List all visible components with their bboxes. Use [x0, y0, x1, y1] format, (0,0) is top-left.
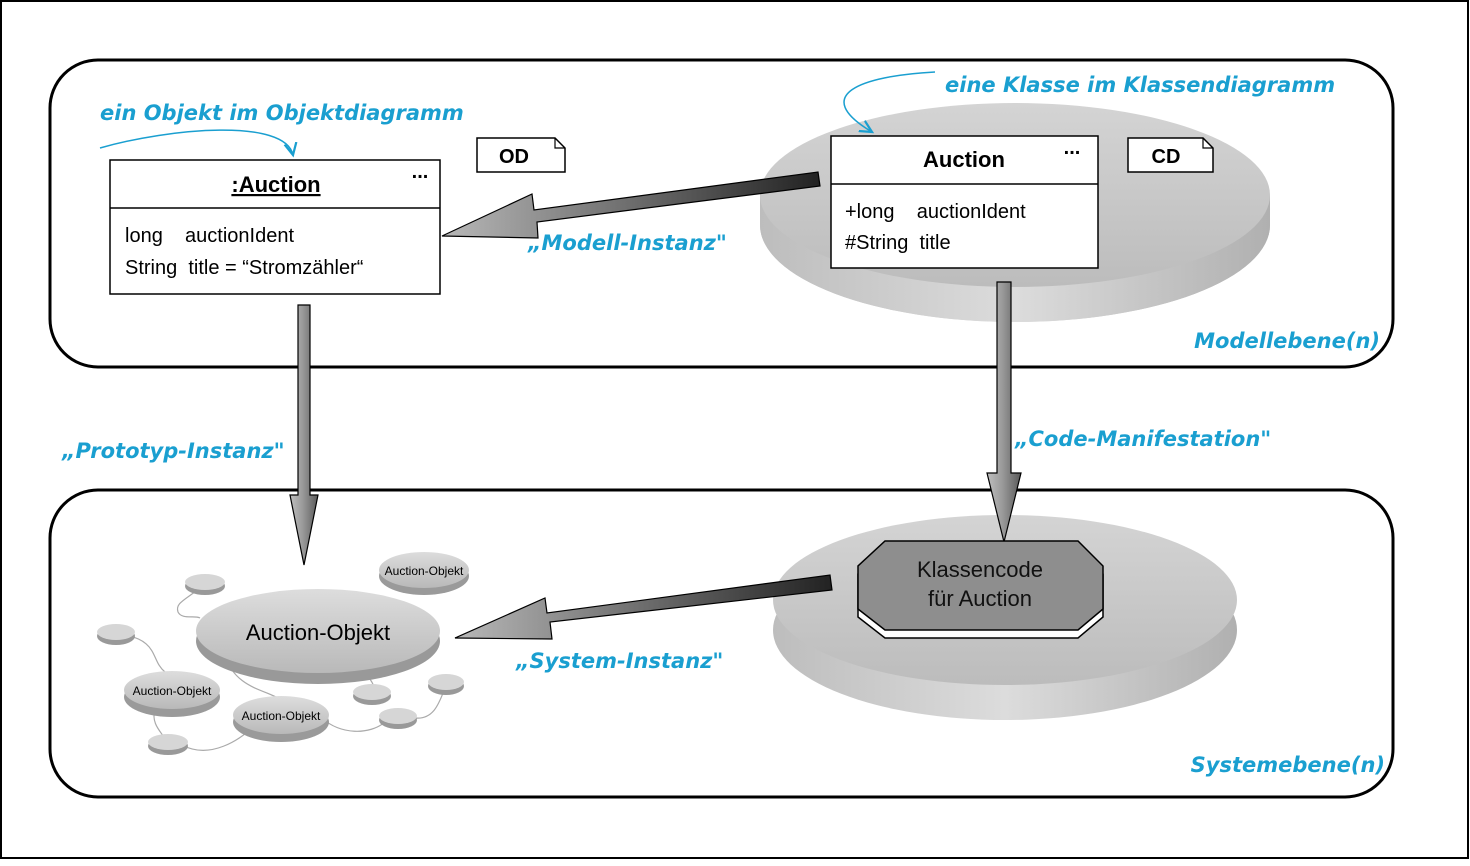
class-attribute-2: #String title [845, 232, 951, 254]
prototype-instance-arrow [289, 304, 319, 566]
small-object-2: Auction-Objekt [124, 671, 220, 717]
prototype-instance-label: „Prototyp-Instanz" [61, 439, 285, 463]
small-object-1: Auction-Objekt [379, 552, 469, 595]
small-object-2-label: Auction-Objekt [133, 684, 212, 698]
class-code-octagon: Klassencode für Auction [857, 540, 1104, 639]
model-level-panel [48, 58, 1395, 369]
class-box-dots: ... [1064, 137, 1081, 159]
object-annotation: ein Objekt im Objektdiagramm [100, 101, 464, 125]
code-manifestation-label: „Code-Manifestation" [1014, 427, 1271, 451]
od-tag-label: OD [499, 146, 529, 168]
object-annotation-arrow [99, 129, 293, 155]
system-instance-arrow [454, 574, 833, 640]
main-object: Auction-Objekt [196, 589, 440, 684]
model-instance-label: „Modell-Instanz" [527, 231, 727, 255]
cd-tag-label: CD [1152, 146, 1181, 168]
system-instance-label: „System-Instanz" [515, 649, 723, 673]
small-object-nodes [97, 574, 464, 755]
object-box-dots: ... [412, 161, 429, 183]
object-box: :Auction ... long auctionIdent String ti… [109, 159, 441, 295]
system-level-label: Systemebene(n) [1191, 753, 1385, 777]
object-attribute-1: long auctionIdent [125, 225, 294, 247]
small-object-1-label: Auction-Objekt [385, 564, 464, 578]
node-1 [185, 574, 225, 595]
code-manifestation-arrow [986, 281, 1022, 543]
node-3 [148, 734, 188, 755]
class-box: Auction ... +long auctionIdent #String t… [830, 135, 1099, 269]
small-object-3: Auction-Objekt [233, 696, 329, 742]
node-4 [353, 684, 391, 705]
small-object-3-label: Auction-Objekt [242, 709, 321, 723]
class-attribute-1: +long auctionIdent [845, 201, 1026, 223]
class-annotation-arrow [843, 71, 936, 132]
class-box-title: Auction [923, 147, 1005, 172]
object-attribute-2: String title = “Stromzähler“ [125, 257, 363, 279]
model-level-label: Modellebene(n) [1194, 329, 1380, 353]
od-tag: OD [476, 137, 566, 173]
model-instance-arrow [441, 171, 821, 239]
node-2 [97, 624, 135, 645]
object-box-title: :Auction [231, 172, 320, 197]
node-6 [379, 708, 417, 729]
class-code-line-1: Klassencode [917, 557, 1043, 582]
class-code-line-2: für Auction [928, 586, 1032, 611]
node-5 [428, 674, 464, 695]
class-annotation: eine Klasse im Klassendiagramm [945, 73, 1335, 97]
system-level-panel [48, 488, 1395, 799]
main-object-label: Auction-Objekt [246, 620, 390, 645]
cd-tag: CD [1127, 137, 1214, 173]
